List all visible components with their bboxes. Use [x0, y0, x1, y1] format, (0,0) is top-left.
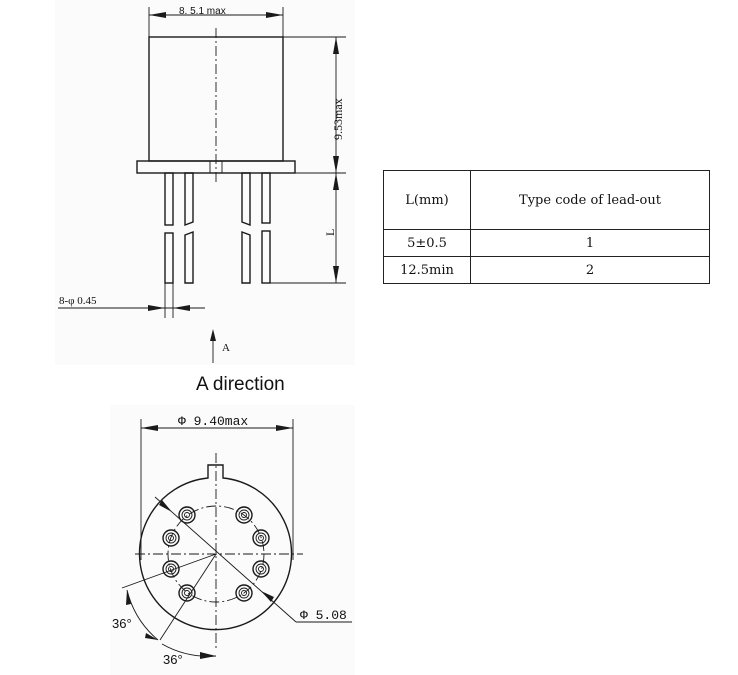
cell-length: 5±0.5 [383, 229, 471, 257]
cell-code: 2 [470, 256, 710, 284]
angle-label-2: 36° [163, 652, 183, 667]
lead-length-label: L [323, 229, 337, 236]
bottom-view-panel [110, 405, 355, 675]
header-outline [138, 464, 293, 631]
cell-code: 1 [470, 229, 710, 257]
pin-circle-diameter-label: Φ 5.08 [300, 608, 347, 623]
header-type-code: Type code of lead-out [470, 170, 710, 230]
table-row: 5±0.5 1 [383, 229, 710, 257]
side-view: 8. 5.1 max 9.53max L [58, 6, 346, 363]
table-row: 12.5min 2 [383, 256, 710, 284]
bottom-view-title: A direction [196, 374, 285, 395]
side-view-panel [55, 0, 355, 365]
angle-label-1: 36° [112, 616, 132, 631]
pins [162, 506, 270, 602]
lead-out-table: L(mm) Type code of lead-out 5±0.5 1 12.5… [383, 170, 710, 284]
width-dimension-label: 8. 5.1 max [179, 6, 226, 17]
height-dimension-label: 9.53max [331, 98, 345, 140]
table-header-row: L(mm) Type code of lead-out [383, 170, 710, 230]
header-length: L(mm) [383, 170, 471, 230]
outer-diameter-label: Φ 9.40max [178, 414, 248, 429]
bottom-view: Φ 9.40max Φ 5.08 [112, 414, 352, 667]
view-arrow-label: A [222, 342, 230, 354]
lead-diameter-label: 8-φ 0.45 [59, 295, 97, 307]
cell-length: 12.5min [383, 256, 471, 284]
